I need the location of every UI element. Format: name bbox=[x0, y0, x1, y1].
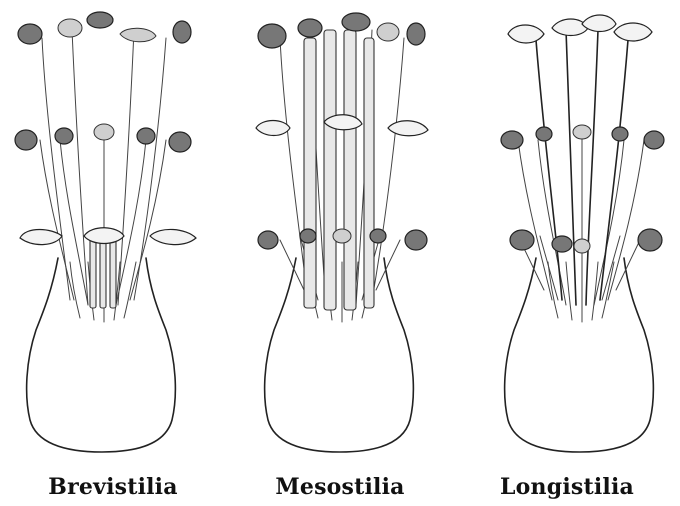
brevistilia-flower bbox=[15, 12, 196, 452]
mesostilia-flower bbox=[256, 13, 428, 452]
panel-label-longistilia: Longistilia bbox=[454, 474, 680, 500]
longistilia-flower bbox=[501, 15, 664, 452]
panel-label-mesostilia: Mesostilia bbox=[227, 474, 453, 500]
panel-label-brevistilia: Brevistilia bbox=[0, 474, 226, 500]
